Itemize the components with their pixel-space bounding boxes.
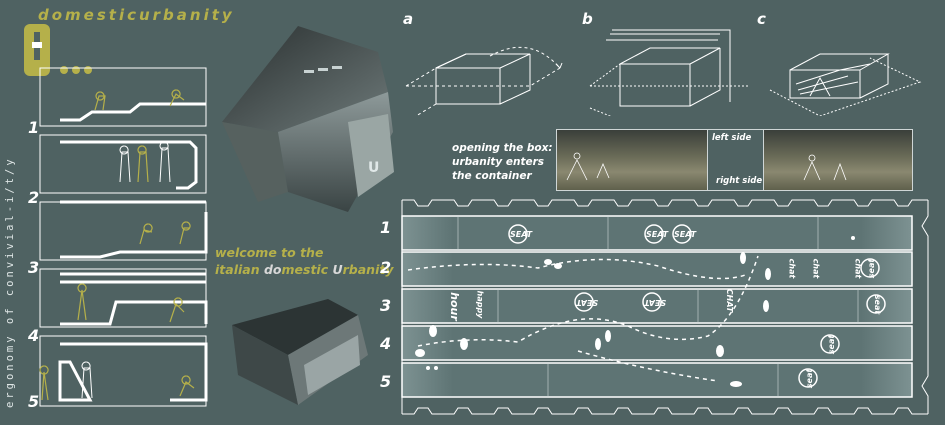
vertical-caption: ergonomy of convivial-i/t/y [4, 156, 16, 408]
seat-label-5: SEAT [644, 298, 667, 307]
chat-label-3: chat [811, 258, 821, 279]
section-diagrams [39, 67, 208, 407]
welcome-line-2: italian domestic Urbanity [215, 262, 394, 277]
seat-label-1: SEAT [510, 230, 533, 239]
plan-row-number-3: 3 [380, 296, 392, 315]
step-label-a: a [403, 10, 414, 28]
section-number-3: 3 [28, 258, 40, 277]
seat-label-7: seat [873, 294, 883, 315]
seat-label-2: SEAT [646, 230, 669, 239]
brand-title: domesticurbanity [38, 6, 235, 24]
seat-label-3: SEAT [674, 230, 697, 239]
section-number-4: 4 [28, 326, 40, 345]
right-side-label: right side [716, 176, 763, 186]
opening-caption: opening the box: urbanity enters the con… [452, 142, 553, 182]
plan-row-number-5: 5 [380, 372, 392, 391]
photo-label-panel: left side right side [707, 129, 765, 191]
section-number-1: 1 [28, 118, 40, 137]
chat-label-1: CHAT [725, 288, 735, 313]
seat-label-4: SEAT [576, 298, 599, 307]
hour-label: hour [447, 292, 461, 321]
seat-label-8: seat [827, 334, 837, 355]
section-number-5: 5 [28, 392, 40, 411]
step-label-c: c [757, 10, 766, 28]
plan-row-number-4: 4 [380, 334, 392, 353]
section-number-2: 2 [28, 188, 40, 207]
happy-label: happy [475, 290, 485, 319]
seat-label-6: seat [867, 258, 877, 279]
welcome-text: welcome to the italian domestic Urbanity [215, 244, 393, 278]
floor-plan [401, 199, 929, 415]
photo-right [763, 129, 913, 191]
chat-label-2: chat [787, 258, 797, 279]
left-side-label: left side [712, 133, 752, 143]
container-model-top: U [222, 26, 394, 212]
box-diagrams [405, 29, 922, 116]
photo-left [556, 129, 708, 191]
plan-row-number-2: 2 [380, 258, 392, 277]
chat-label-4: chat [853, 258, 863, 279]
seat-label-9: seat [805, 368, 815, 389]
plan-row-number-1: 1 [380, 218, 392, 237]
container-model-bottom [232, 299, 368, 405]
welcome-line-1: welcome to the [215, 245, 324, 260]
step-label-b: b [582, 10, 593, 28]
svg-text:U: U [368, 160, 379, 176]
